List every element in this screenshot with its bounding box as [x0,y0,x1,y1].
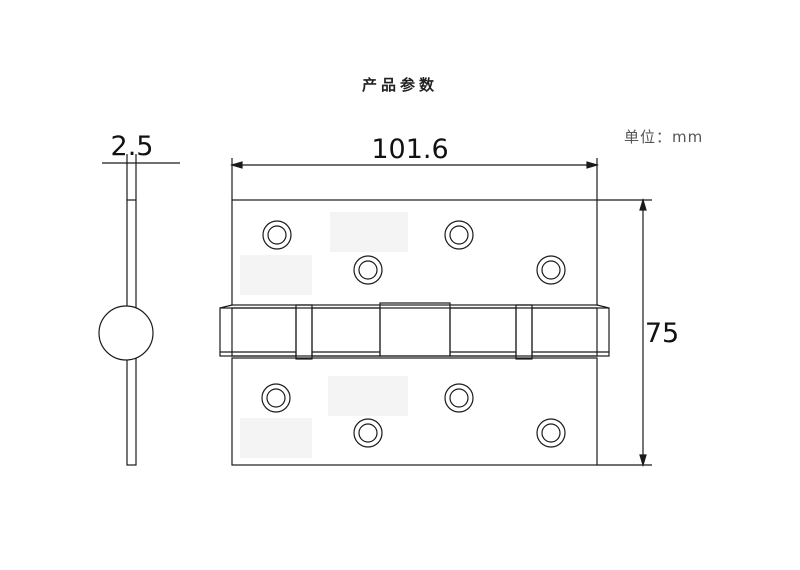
screw-hole [262,220,292,250]
screw-holes [261,220,566,448]
side-knuckle-circle [98,305,154,361]
watermark-block [240,418,312,458]
hinge-knuckle-band [219,307,610,357]
screw-hole [536,418,566,448]
height-arrow-top [639,197,647,211]
hinge-top-leaf [231,199,598,306]
height-dimension [597,197,652,468]
height-arrow-bottom [639,454,647,468]
screw-hole [444,220,474,250]
watermark-block [240,255,312,295]
hinge-bottom-leaf [231,357,598,466]
unit-label: 单位：mm [624,128,704,146]
width-dimension [229,158,600,200]
screw-hole [353,418,383,448]
screw-hole [536,255,566,285]
watermark-block [328,376,408,416]
page-title: 产品参数 [361,76,438,94]
watermark-block [330,212,408,252]
hinge-front-view [219,199,610,466]
width-arrow-right [586,161,600,169]
screw-hole [353,255,383,285]
screw-hole [261,383,291,413]
screw-hole [444,383,474,413]
height-label: 75 [645,318,679,349]
thickness-label: 2.5 [111,131,154,162]
knuckle-segment [531,307,598,357]
width-arrow-left [229,161,243,169]
hinge-side-view [98,154,180,466]
width-label: 101.6 [371,134,448,165]
